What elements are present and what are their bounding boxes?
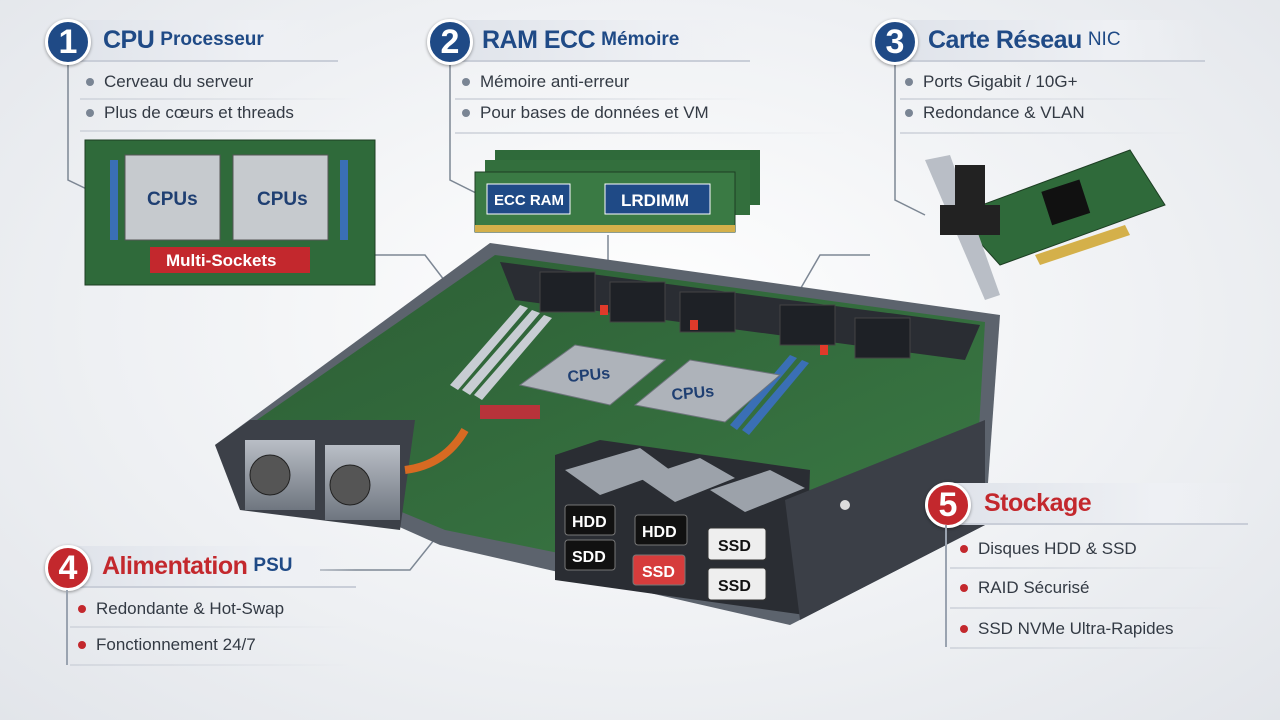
svg-text:CPUs: CPUs: [567, 365, 611, 386]
section-number-badge: 4: [45, 545, 91, 591]
section-subtitle: Processeur: [160, 29, 264, 50]
section-title: CPU: [103, 25, 155, 54]
section-number-badge: 1: [45, 19, 91, 65]
psu-bays: [215, 420, 469, 530]
drive-bays: HDD SDD HDD SSD SSD SSD: [564, 448, 805, 601]
section-header: RAM ECC Mémoire: [450, 20, 750, 62]
drive-label: SSD: [718, 538, 751, 555]
section-title: RAM ECC: [482, 25, 596, 54]
nic-inset-image: [925, 149, 1166, 300]
bullet-item: Plus de cœurs et threads: [86, 103, 294, 123]
section-header: CPU Processeur: [68, 20, 338, 62]
bullet-item: Disques HDD & SSD: [960, 539, 1137, 559]
section-number-badge: 2: [427, 19, 473, 65]
section-subtitle: PSU: [253, 555, 293, 576]
section-header: Carte Réseau NIC: [895, 20, 1205, 62]
fan-row: [539, 271, 911, 359]
server-cpu-2: CPUs: [633, 359, 782, 423]
bullet-item: Mémoire anti-erreur: [462, 72, 629, 92]
drive-label: SDD: [572, 549, 606, 566]
bullet-item: Redondante & Hot-Swap: [78, 599, 284, 619]
svg-text:CPUs: CPUs: [147, 189, 198, 210]
svg-text:Multi-Sockets: Multi-Sockets: [166, 251, 277, 270]
bullet-item: Ports Gigabit / 10G+: [905, 72, 1078, 92]
bullet-item: Cerveau du serveur: [86, 72, 253, 92]
section-header: Stockage: [948, 483, 1248, 525]
cpu-inset-image: CPUs CPUs Multi-Sockets: [84, 139, 376, 286]
svg-text:CPUs: CPUs: [257, 189, 308, 210]
drive-label: SSD: [718, 578, 751, 595]
drive-label: SSD: [642, 564, 675, 581]
section-header: Alimentation PSU: [66, 546, 356, 588]
ram-slots: [450, 305, 809, 435]
section-title: Carte Réseau: [928, 25, 1082, 54]
ram-inset-image: ECC RAM LRDIMM: [474, 150, 760, 233]
bullet-item: SSD NVMe Ultra-Rapides: [960, 619, 1174, 639]
bullet-item: Fonctionnement 24/7: [78, 635, 256, 655]
bullet-item: RAID Sécurisé: [960, 578, 1089, 598]
svg-text:ECC RAM: ECC RAM: [494, 192, 564, 209]
drive-label: HDD: [572, 514, 607, 531]
section-number-badge: 3: [872, 19, 918, 65]
section-title: Stockage: [984, 488, 1092, 517]
bullet-item: Pour bases de données et VM: [462, 103, 709, 123]
server-cpu-1: CPUs: [518, 344, 667, 406]
bullet-item: Redondance & VLAN: [905, 103, 1085, 123]
section-number-badge: 5: [925, 482, 971, 528]
section-title: Alimentation: [102, 551, 248, 580]
drive-label: HDD: [642, 524, 677, 541]
svg-text:CPUs: CPUs: [671, 383, 715, 404]
section-subtitle: Mémoire: [601, 29, 680, 50]
svg-text:LRDIMM: LRDIMM: [621, 191, 689, 210]
section-subtitle: NIC: [1087, 29, 1121, 50]
